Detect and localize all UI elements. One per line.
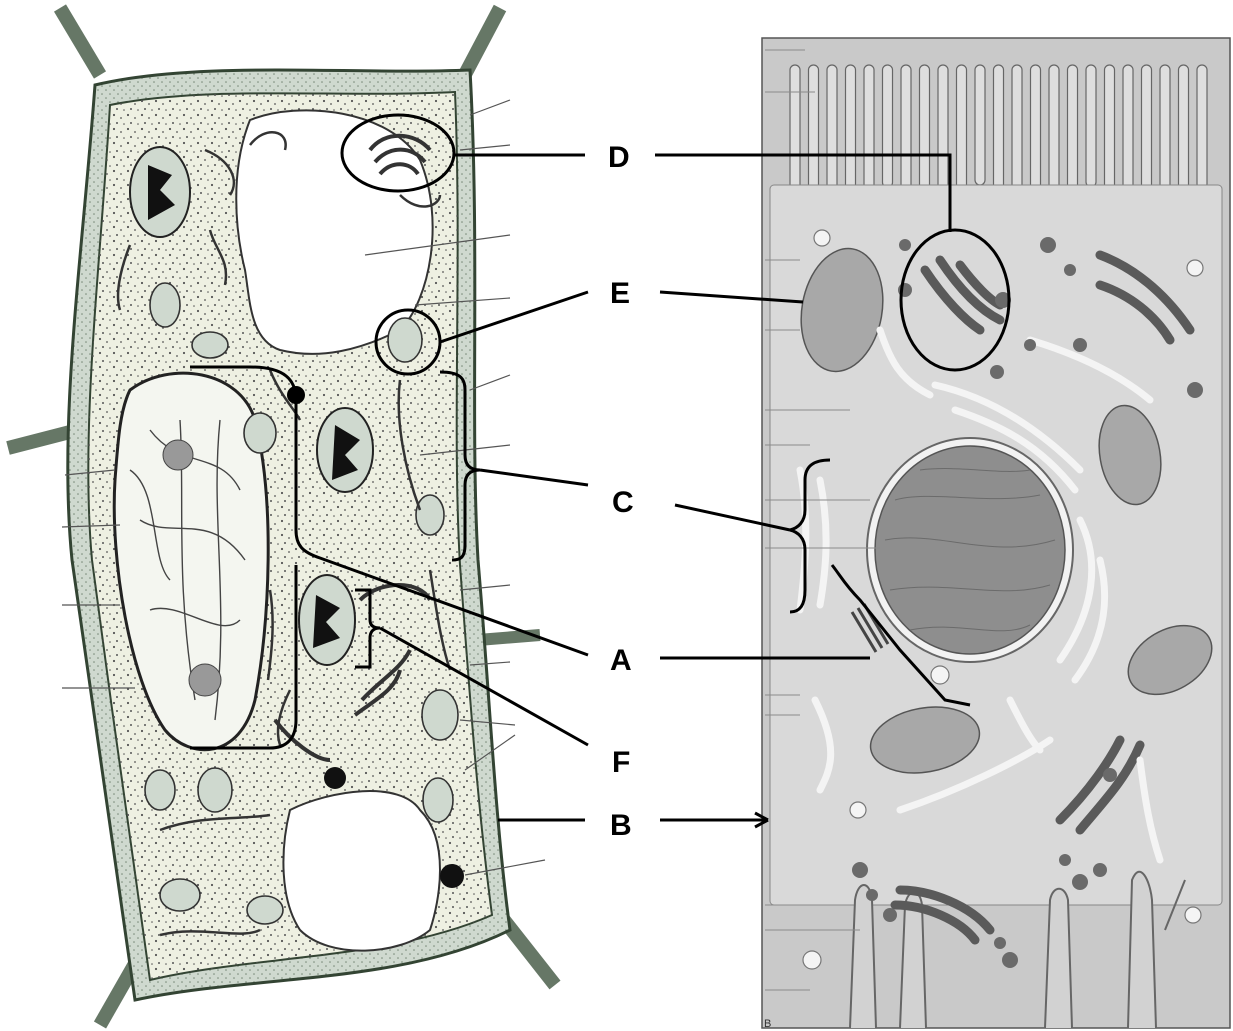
microvillus: [920, 65, 930, 197]
microvillus: [883, 65, 893, 188]
plant-chloroplast-3: [299, 575, 355, 665]
plant-wall-stub-top-left: [60, 8, 100, 75]
animal-corner-mark: B: [764, 1018, 771, 1030]
animal-nucleus: [867, 438, 1073, 662]
secretory-granule: [899, 239, 911, 251]
secretory-granule: [866, 889, 878, 901]
secretory-granule: [1040, 237, 1056, 253]
label-e: E: [610, 277, 630, 310]
plant-chloroplast-1: [130, 147, 190, 237]
microvillus: [1160, 65, 1170, 205]
plant-nucleolus-1: [163, 440, 193, 470]
plant-cell: [8, 8, 555, 1025]
animal-cell: B: [762, 38, 1230, 1030]
microvillus: [1105, 65, 1115, 192]
plant-wall-stub-left: [8, 432, 70, 448]
label-f: F: [612, 746, 630, 779]
plant-vesicle-1: [324, 767, 346, 789]
label-d: D: [608, 141, 630, 174]
microvillus: [790, 65, 800, 190]
microvillus: [827, 65, 837, 199]
microvillus: [1123, 65, 1133, 196]
microvillus: [846, 65, 856, 204]
microvillus: [1197, 65, 1207, 189]
label-b: B: [610, 809, 632, 842]
microvillus: [994, 65, 1004, 190]
secretory-granule: [1024, 339, 1036, 351]
secretory-granule: [1072, 874, 1088, 890]
secretory-granule: [1002, 952, 1018, 968]
secretory-granule: [1187, 382, 1203, 398]
microvillus: [938, 65, 948, 201]
secretory-granule: [1064, 264, 1076, 276]
secretory-granule: [1103, 768, 1117, 782]
secretory-granule: [994, 937, 1006, 949]
plant-chloroplast-2: [317, 408, 373, 492]
secretory-granule: [1093, 863, 1107, 877]
secretory-granule: [1059, 854, 1071, 866]
microvillus: [1142, 65, 1152, 201]
secretory-granule: [852, 862, 868, 878]
secretory-granule: [883, 908, 897, 922]
microvillus: [957, 65, 967, 206]
microvillus: [1012, 65, 1022, 194]
secretory-granule: [990, 365, 1004, 379]
microvillus: [1049, 65, 1059, 203]
microvillus: [1086, 65, 1096, 187]
secretory-granule: [1073, 338, 1087, 352]
label-c: C: [612, 486, 634, 519]
microvillus: [809, 65, 819, 195]
plant-nucleolus-2: [189, 664, 221, 696]
plant-vacuole-lower: [283, 791, 440, 951]
label-a: A: [610, 644, 632, 677]
microvillus: [901, 65, 911, 192]
letter-labels: D E C A F B: [608, 141, 634, 842]
microvillus: [975, 65, 985, 185]
plant-vesicle-2: [440, 864, 464, 888]
plant-label-a-dot: [287, 386, 305, 404]
microvillus: [1031, 65, 1041, 199]
